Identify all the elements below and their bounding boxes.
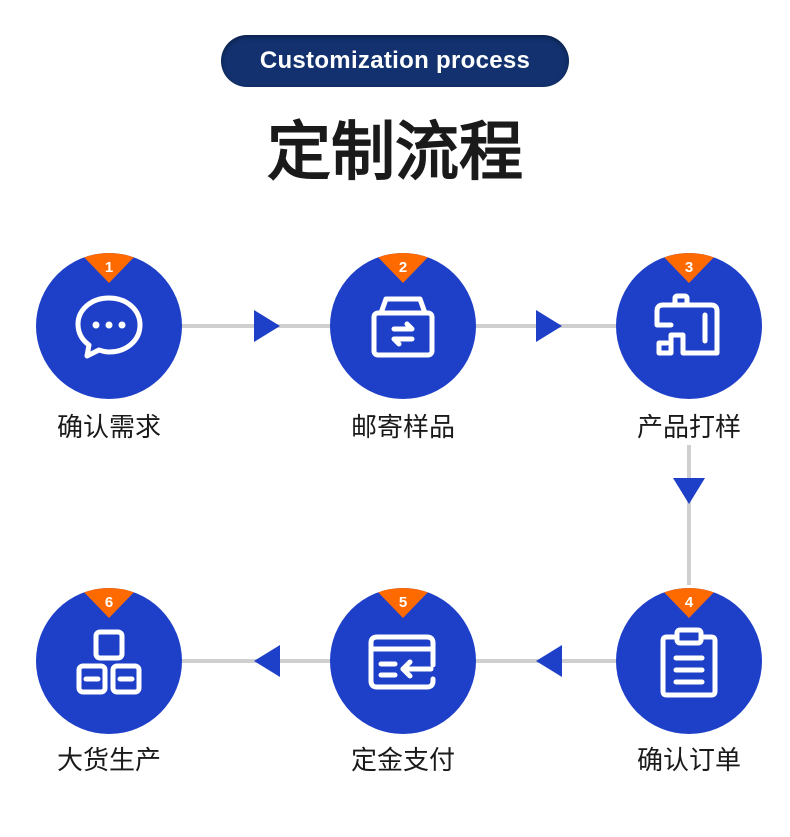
step-number-badge: 5 (398, 594, 408, 611)
step-label: 确认订单 (636, 746, 741, 776)
package-box-icon (371, 296, 435, 358)
payment-card-icon (368, 634, 436, 690)
sewing-machine-icon (654, 293, 720, 356)
step-number-badge: 3 (684, 259, 694, 276)
step-label: 邮寄样品 (350, 413, 455, 443)
step-circle (330, 253, 476, 399)
arrow-right-icon (254, 310, 280, 342)
step-label: 产品打样 (636, 413, 741, 443)
step-label: 确认需求 (56, 413, 161, 443)
step-number-badge: 4 (684, 594, 694, 611)
step-5: 5 (330, 588, 476, 734)
arrow-right-icon (536, 310, 562, 342)
step-number-badge: 2 (398, 259, 408, 276)
chat-bubble-icon (75, 295, 143, 359)
step-circle (616, 588, 762, 734)
step-number-badge: 1 (104, 259, 114, 276)
page-title: 定制流程 (267, 116, 523, 190)
step-4: 4 (616, 588, 762, 734)
arrow-left-icon (536, 645, 562, 677)
step-circle (36, 588, 182, 734)
step-2: 2 (330, 253, 476, 399)
step-number-badge: 6 (104, 594, 114, 611)
arrow-left-icon (254, 645, 280, 677)
step-label: 大货生产 (56, 746, 161, 776)
english-title-pill: Customization process (221, 35, 569, 87)
step-circle (330, 588, 476, 734)
clipboard-icon (660, 627, 718, 698)
step-1: 1 (36, 253, 182, 399)
step-label: 定金支付 (350, 746, 455, 776)
step-6: 6 (36, 588, 182, 734)
stacked-boxes-icon (76, 629, 142, 695)
arrow-down-icon (673, 478, 705, 504)
step-3: 3 (616, 253, 762, 399)
connector-3-4 (687, 445, 691, 585)
step-circle (616, 253, 762, 399)
